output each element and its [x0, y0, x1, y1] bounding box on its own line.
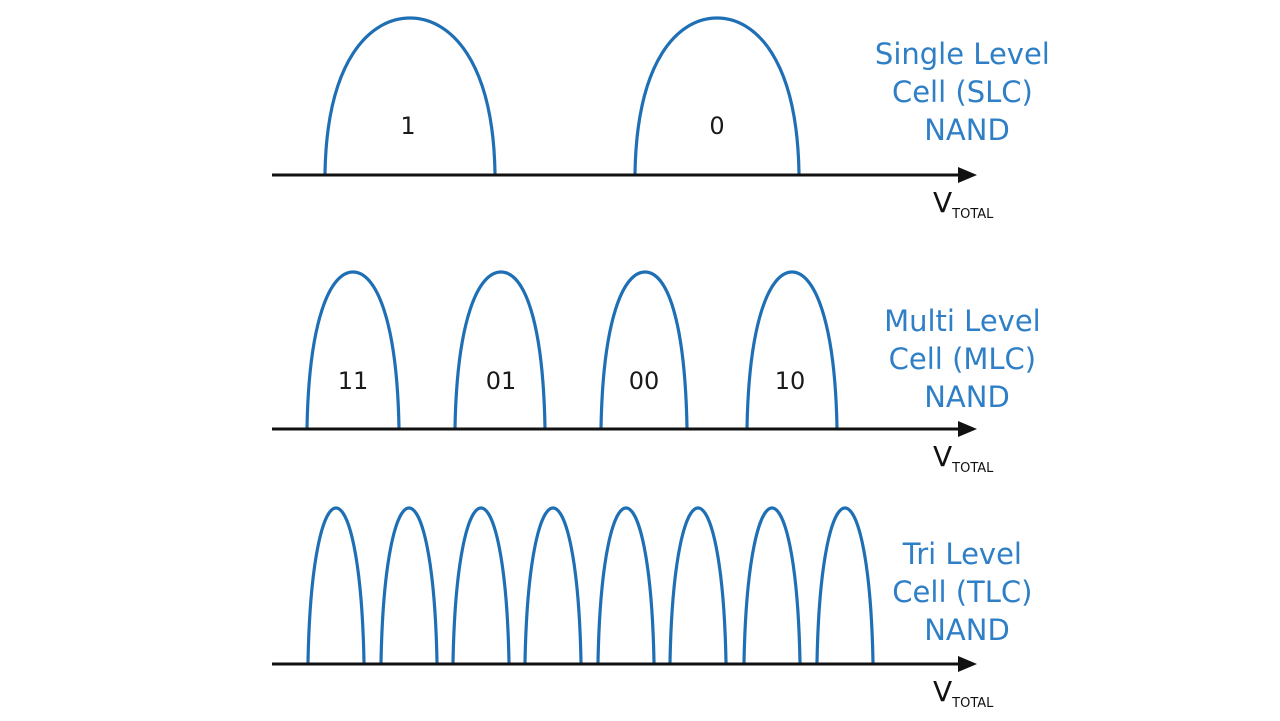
tlc-state-curve-7: [742, 506, 802, 664]
slc-state-label-1: 1: [400, 112, 415, 140]
tlc-row: VTOTAL Tri Level Cell (TLC) NAND: [272, 506, 1041, 711]
mlc-state-curve-1: [305, 270, 401, 430]
tlc-state-curve-8: [815, 506, 875, 664]
tlc-state-curve-3: [451, 506, 511, 664]
mlc-axis-label: VTOTAL: [933, 440, 994, 476]
slc-state-curve-2: [633, 16, 801, 175]
tlc-state-curve-5: [596, 506, 656, 664]
slc-state-curve-1: [323, 16, 497, 175]
tlc-state-curve-4: [523, 506, 583, 664]
tlc-state-curve-2: [379, 506, 439, 664]
tlc-title: Tri Level Cell (TLC) NAND: [892, 537, 1041, 647]
mlc-state-curve-4: [745, 270, 839, 430]
mlc-title: Multi Level Cell (MLC) NAND: [884, 304, 1050, 414]
tlc-axis-label: VTOTAL: [933, 675, 994, 711]
mlc-state-curve-2: [453, 270, 547, 430]
slc-axis-arrow: [958, 167, 977, 183]
slc-title: Single Level Cell (SLC) NAND: [875, 37, 1059, 147]
tlc-axis-arrow: [958, 656, 977, 672]
mlc-state-label-2: 01: [486, 367, 517, 395]
mlc-row: 11 01 00 10 VTOTAL Multi Level Cell (MLC…: [272, 270, 1050, 476]
tlc-state-curve-6: [668, 506, 728, 664]
mlc-axis-arrow: [958, 421, 977, 437]
mlc-state-label-1: 11: [338, 367, 369, 395]
slc-row: 1 0 VTOTAL Single Level Cell (SLC) NAND: [272, 16, 1059, 222]
mlc-state-label-3: 00: [629, 367, 660, 395]
slc-axis-label: VTOTAL: [933, 186, 994, 222]
tlc-state-curve-1: [306, 506, 366, 664]
slc-state-label-2: 0: [709, 112, 724, 140]
mlc-state-label-4: 10: [775, 367, 806, 395]
mlc-state-curve-3: [599, 270, 689, 430]
